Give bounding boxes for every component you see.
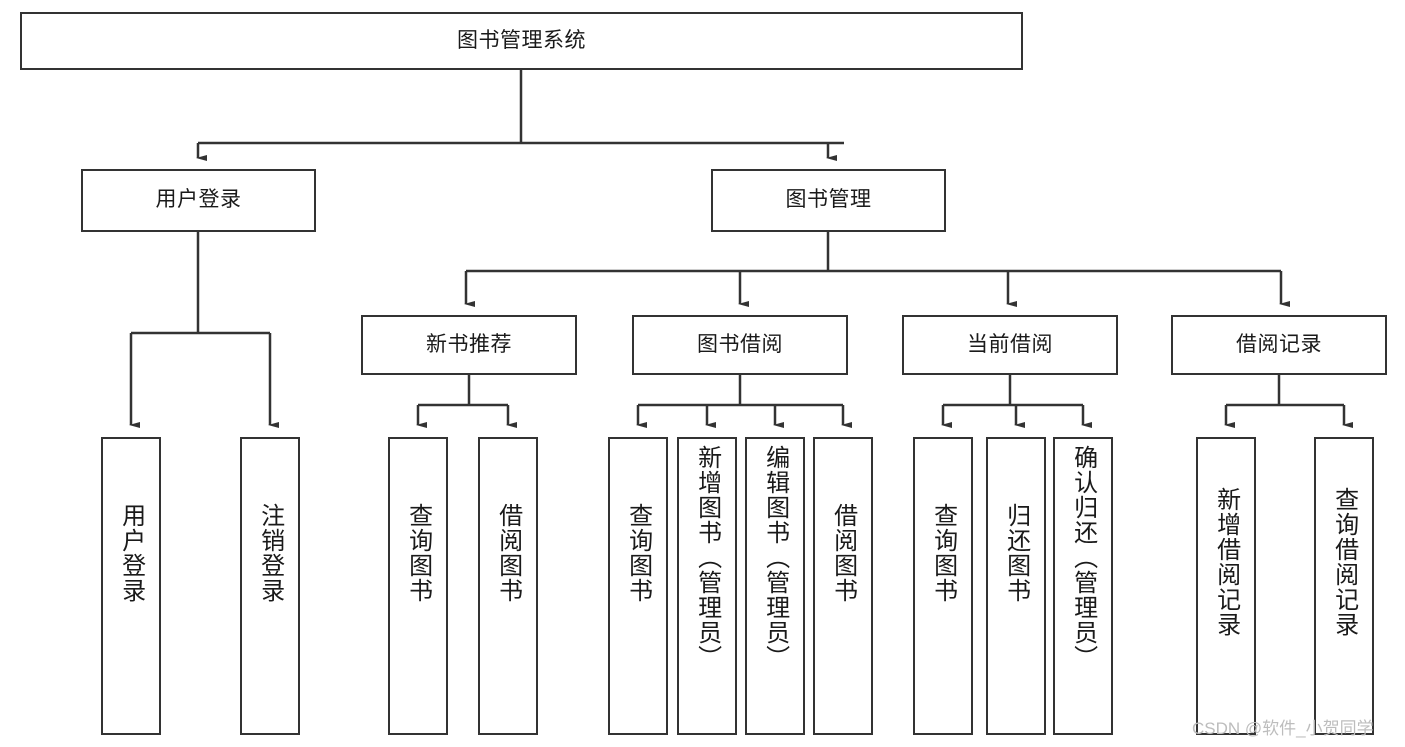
leaf-borrow-books-label: 借阅图书	[829, 503, 857, 603]
node-user-login[interactable]: 用户登录	[81, 169, 316, 232]
edge-root-to-level2	[196, 70, 844, 161]
node-root[interactable]: 图书管理系统	[20, 12, 1023, 70]
edge-current-to-leaves	[941, 375, 1092, 428]
leaf-query-borrow-record-label: 查询借阅记录	[1330, 487, 1358, 637]
leaf-confirm-return-admin[interactable]: 确认归还（管理员）	[1053, 437, 1113, 735]
leaf-add-borrow-record-label: 新增借阅记录	[1212, 487, 1240, 637]
leaf-edit-book-admin[interactable]: 编辑图书（管理员）	[745, 437, 805, 735]
edge-borrow-to-leaves	[636, 375, 852, 428]
edge-newbook-to-leaves	[416, 375, 517, 428]
leaf-confirm-return-admin-label: 确认归还（管理员）	[1069, 445, 1097, 670]
node-root-label: 图书管理系统	[457, 28, 586, 52]
leaf-query-borrow-record[interactable]: 查询借阅记录	[1314, 437, 1374, 735]
leaf-query-books-current[interactable]: 查询图书	[913, 437, 973, 735]
node-book-management[interactable]: 图书管理	[711, 169, 946, 232]
node-book-borrow[interactable]: 图书借阅	[632, 315, 848, 375]
leaf-user-login[interactable]: 用户登录	[101, 437, 161, 735]
node-book-borrow-label: 图书借阅	[697, 332, 783, 356]
node-new-book-recommend[interactable]: 新书推荐	[361, 315, 577, 375]
leaf-logout[interactable]: 注销登录	[240, 437, 300, 735]
edge-userlogin-to-leaves	[129, 232, 279, 428]
edge-records-to-leaves	[1224, 375, 1353, 428]
leaf-borrow-books-recommend[interactable]: 借阅图书	[478, 437, 538, 735]
leaf-borrow-books[interactable]: 借阅图书	[813, 437, 873, 735]
leaf-query-books-borrow-label: 查询图书	[624, 503, 652, 603]
leaf-query-books-recommend[interactable]: 查询图书	[388, 437, 448, 735]
csdn-watermark: CSDN @软件_小贺同学	[1192, 719, 1374, 738]
leaf-add-book-admin[interactable]: 新增图书（管理员）	[677, 437, 737, 735]
edge-bookmgmt-to-level3	[464, 232, 1290, 307]
leaf-query-books-current-label: 查询图书	[929, 503, 957, 603]
node-current-borrow[interactable]: 当前借阅	[902, 315, 1118, 375]
node-borrow-records[interactable]: 借阅记录	[1171, 315, 1387, 375]
node-book-management-label: 图书管理	[785, 188, 872, 212]
leaf-edit-book-admin-label: 编辑图书（管理员）	[761, 445, 789, 670]
leaf-return-books-label: 归还图书	[1002, 503, 1030, 603]
leaf-borrow-books-recommend-label: 借阅图书	[494, 503, 522, 603]
leaf-logout-label: 注销登录	[256, 503, 284, 603]
leaf-user-login-label: 用户登录	[117, 503, 145, 603]
node-current-borrow-label: 当前借阅	[967, 332, 1053, 356]
node-user-login-label: 用户登录	[155, 188, 242, 212]
leaf-return-books[interactable]: 归还图书	[986, 437, 1046, 735]
node-new-book-recommend-label: 新书推荐	[426, 332, 512, 356]
leaf-add-book-admin-label: 新增图书（管理员）	[693, 445, 721, 670]
node-borrow-records-label: 借阅记录	[1236, 332, 1322, 356]
leaf-query-books-recommend-label: 查询图书	[404, 503, 432, 603]
leaf-query-books-borrow[interactable]: 查询图书	[608, 437, 668, 735]
leaf-add-borrow-record[interactable]: 新增借阅记录	[1196, 437, 1256, 735]
